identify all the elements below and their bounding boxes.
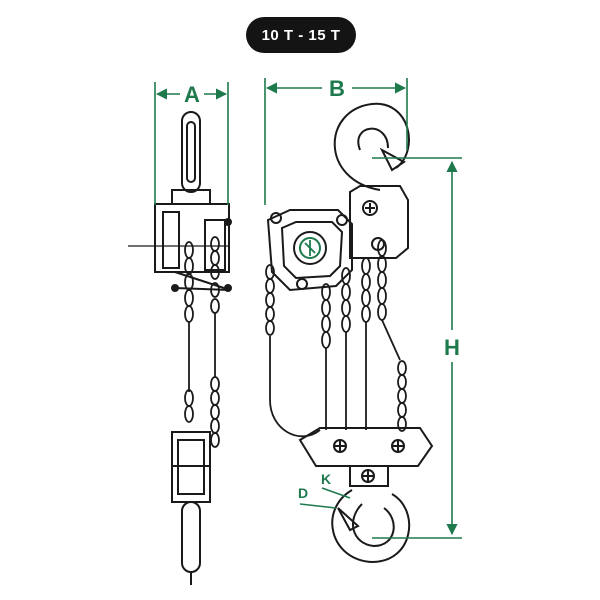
side-load-chain	[184, 241, 194, 423]
capacity-badge: 10 T - 15 T	[246, 17, 356, 53]
top-hook-housing	[349, 185, 409, 259]
dim-a-label: A	[184, 82, 200, 107]
front-hand-chain-left	[265, 264, 321, 438]
side-gear-cover	[162, 211, 180, 269]
capacity-label: 10 T - 15 T	[261, 26, 341, 44]
gear-cover	[280, 221, 344, 280]
brand-logo	[299, 237, 321, 259]
cover-bolt-tl	[270, 212, 282, 224]
dim-h-label: H	[444, 335, 460, 360]
dim-b-label: B	[329, 76, 345, 101]
top-hook-inner	[357, 127, 389, 151]
front-load-chain	[321, 239, 401, 430]
side-lower-plate	[174, 271, 231, 291]
top-lug-slot	[186, 121, 196, 183]
dim-d-label: D	[298, 485, 308, 501]
front-hand-chain-right	[397, 360, 407, 432]
dimension-labels: A B H D K	[184, 76, 460, 501]
side-bottom-hook	[181, 501, 201, 573]
bottom-hook-throat	[352, 503, 395, 548]
top-housing-bolt	[362, 200, 378, 216]
top-lug	[181, 111, 201, 193]
cover-bolt-tr	[336, 214, 348, 226]
front-view	[265, 102, 434, 564]
cover-bolt-b	[296, 278, 308, 290]
bottom-block-bolt-left	[333, 439, 347, 453]
side-view	[128, 111, 232, 585]
bottom-block-bolt-right	[391, 439, 405, 453]
dimension-lines	[154, 78, 462, 539]
bottom-hook	[331, 489, 411, 564]
side-hand-wheel	[204, 219, 226, 271]
dim-k-label: K	[321, 471, 331, 487]
top-hook	[333, 102, 410, 191]
top-hook-latch	[379, 147, 406, 172]
bottom-block	[298, 427, 434, 467]
dim-k-leader	[321, 487, 351, 499]
bottom-hook-latch	[337, 507, 360, 532]
gear-body	[266, 209, 353, 292]
bottom-hook-shank	[349, 466, 389, 487]
dim-d-leader	[299, 503, 337, 509]
gear-hub	[293, 231, 327, 265]
side-hand-chain	[210, 236, 220, 448]
